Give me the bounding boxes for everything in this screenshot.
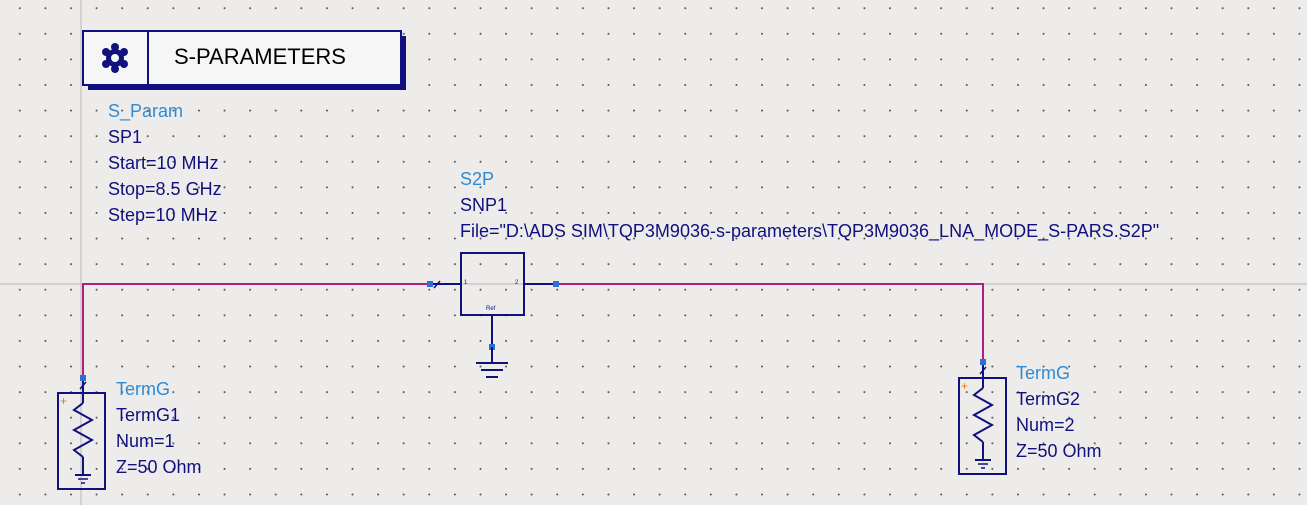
termg1-num-param[interactable]: Num=1 bbox=[116, 431, 175, 451]
sparam-step-param[interactable]: Step=10 MHz bbox=[108, 205, 218, 225]
termg2-instance-label[interactable]: TermG2 bbox=[1016, 389, 1081, 409]
snp-type-label: S2P bbox=[460, 169, 495, 189]
snp-port1-number: 1 bbox=[464, 280, 468, 286]
termg1-z-param[interactable]: Z=50 Ohm bbox=[116, 457, 202, 477]
termg1-instance-label[interactable]: TermG1 bbox=[116, 405, 181, 425]
wire-left[interactable] bbox=[82, 283, 430, 378]
sparam-instance-label[interactable]: SP1 bbox=[108, 127, 143, 147]
wire-right[interactable] bbox=[556, 283, 984, 362]
termg2-num-param[interactable]: Num=2 bbox=[1016, 415, 1075, 435]
termg2-type-label: TermG bbox=[1016, 363, 1070, 383]
resistor-icon bbox=[71, 402, 95, 458]
resistor-icon bbox=[971, 387, 995, 443]
snp-port2-pin[interactable] bbox=[553, 281, 559, 287]
termg2-component[interactable] bbox=[958, 359, 1007, 475]
gear-icon bbox=[102, 43, 128, 73]
sparam-start-param[interactable]: Start=10 MHz bbox=[108, 153, 219, 173]
snp-port2-number: 2 bbox=[515, 280, 519, 286]
sparam-type-label: S_Param bbox=[108, 101, 184, 121]
termg2-plus-icon: + bbox=[961, 379, 969, 393]
s2p-component[interactable] bbox=[427, 252, 559, 378]
wires[interactable] bbox=[82, 283, 984, 378]
termg1-plus-icon: + bbox=[60, 394, 68, 408]
termg1-type-label: TermG bbox=[116, 379, 170, 399]
snp-port1-pin[interactable] bbox=[427, 281, 433, 287]
snp-file-param[interactable]: File="D:\ADS SIM\TQP3M9036-s-parameters\… bbox=[460, 221, 1160, 241]
termg2-pin[interactable] bbox=[980, 359, 986, 365]
snp-instance-label[interactable]: SNP1 bbox=[460, 195, 508, 215]
termg2-z-param[interactable]: Z=50 Ohm bbox=[1016, 441, 1102, 461]
snp-ref-label: Ref bbox=[486, 306, 496, 312]
sparam-stop-param[interactable]: Stop=8.5 GHz bbox=[108, 179, 222, 199]
termg1-component[interactable] bbox=[57, 375, 106, 490]
ground-symbol bbox=[476, 347, 508, 378]
s-parameters-controller[interactable] bbox=[82, 30, 406, 90]
snp-port1-tick bbox=[433, 280, 441, 289]
termg1-pin[interactable] bbox=[80, 375, 86, 381]
s-parameters-title: S-PARAMETERS bbox=[174, 44, 346, 69]
